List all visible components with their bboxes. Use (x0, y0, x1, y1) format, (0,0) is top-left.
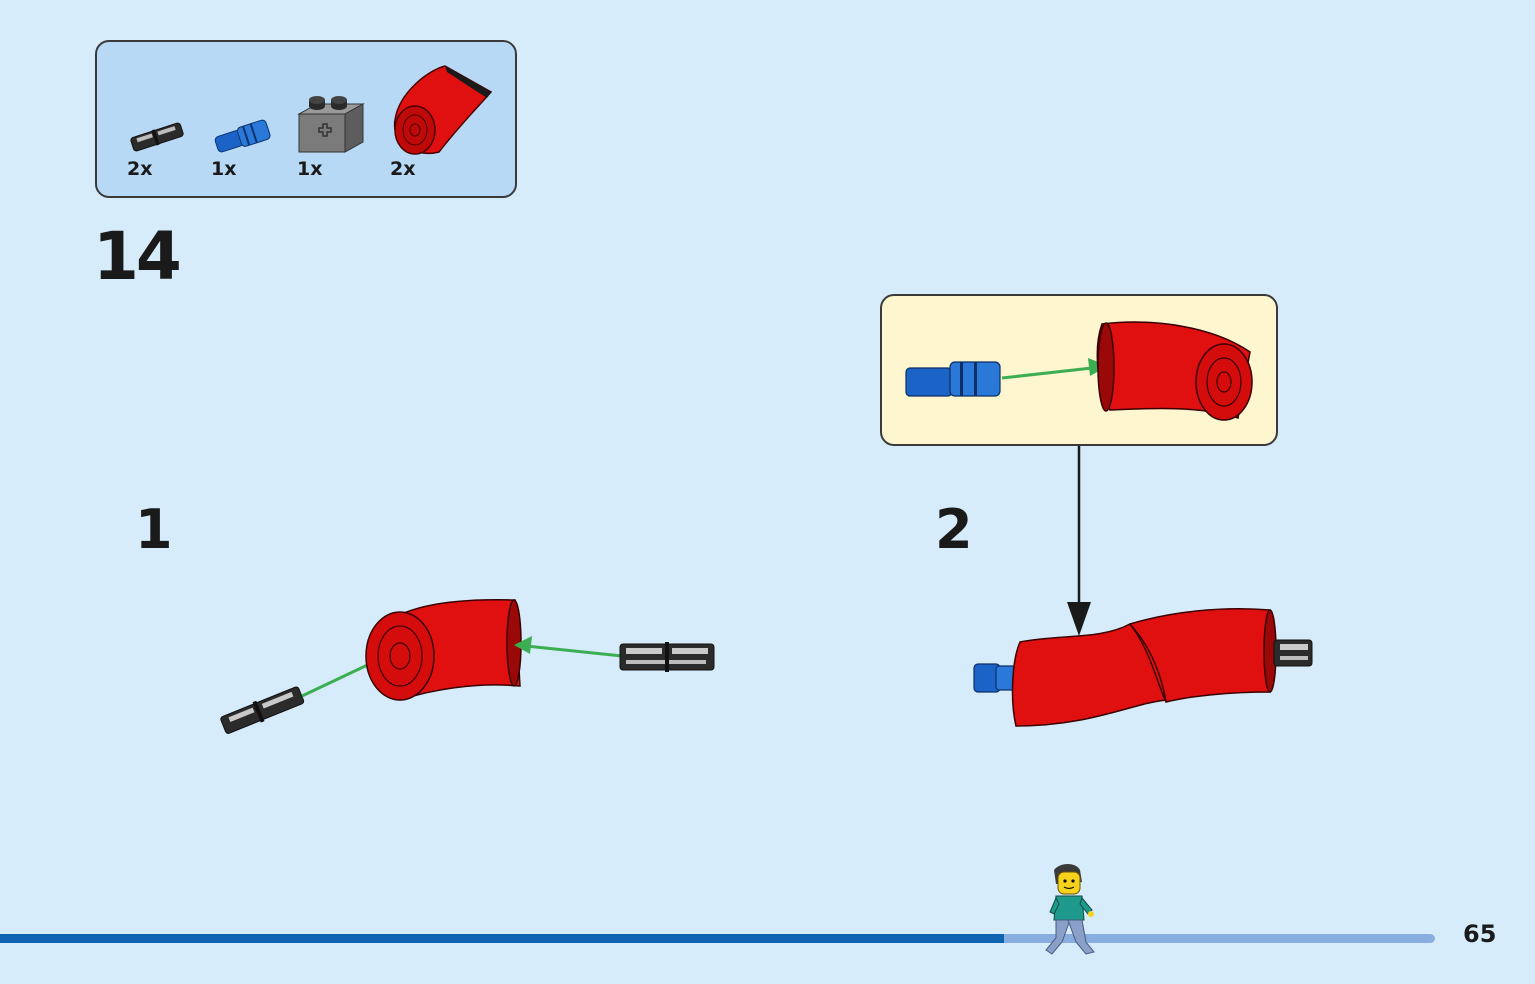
brick-icon (297, 96, 365, 153)
black-axle-pin-icon (1273, 639, 1313, 667)
part-qty-4: 2x (390, 158, 416, 180)
red-curved-tube-icon (365, 598, 522, 701)
sub-step-2-number: 2 (935, 498, 973, 561)
part-qty-3: 1x (297, 158, 323, 180)
insert-arrow-right (525, 644, 623, 658)
part-qty-2: 1x (211, 158, 237, 180)
part-qty-1: 2x (127, 158, 153, 180)
callout-pointer-arrow (1067, 446, 1091, 636)
sub-step-1-number: 1 (135, 498, 173, 561)
black-axle-pin-right-icon (619, 642, 715, 672)
red-tube-assembly (1011, 608, 1277, 727)
blue-axle-pin-icon (214, 119, 271, 153)
black-axle-pin-icon (130, 122, 184, 152)
sub-step-2-illustration (973, 608, 1313, 727)
callout-illustration (905, 321, 1253, 421)
blue-axle-pin-icon (973, 663, 1021, 693)
insert-arrow-left (301, 658, 379, 698)
parts-list-box: 2x 1x 1x 2x (95, 40, 517, 198)
progress-bar-remaining (1004, 934, 1435, 943)
minifigure-progress-marker-icon (1045, 864, 1095, 955)
blue-axle-pin-icon (905, 361, 1001, 397)
page-number: 65 (1463, 920, 1497, 948)
red-curved-tube-icon (1096, 321, 1253, 421)
black-axle-pin-left-icon (220, 686, 305, 734)
insert-arrow (1001, 366, 1093, 380)
progress-bar-filled (0, 934, 1004, 943)
step-number: 14 (93, 218, 182, 295)
sub-step-1-illustration (220, 598, 715, 734)
red-curved-tube-icon (393, 65, 493, 155)
sub-assembly-callout (880, 294, 1278, 446)
